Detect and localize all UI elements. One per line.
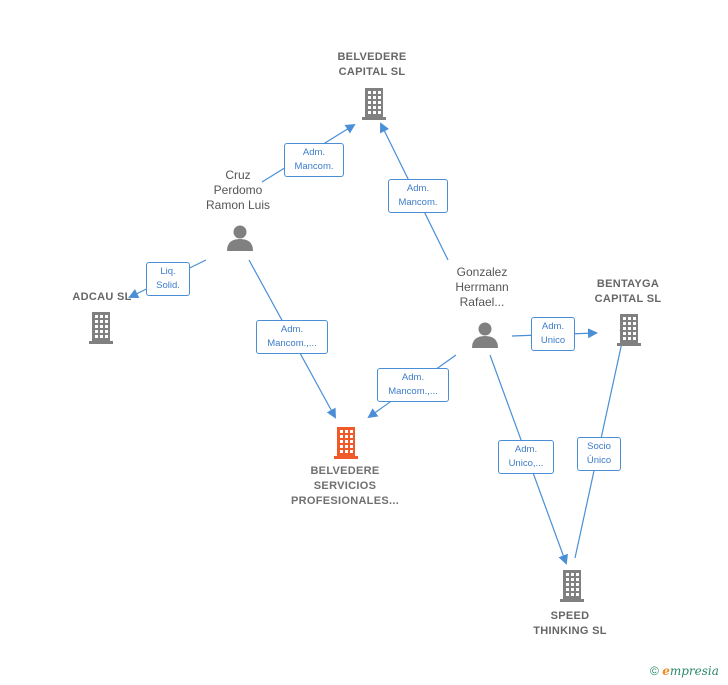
edge-label-line: Adm. — [401, 372, 425, 383]
edge-label-speed-bentayga[interactable]: Socio Único — [577, 437, 621, 471]
edge-label-gonzalez-servicios[interactable]: Adm. Mancom.,... — [377, 368, 449, 402]
node-label-belvedere-capital[interactable]: BELVEDERE CAPITAL SL — [322, 50, 422, 80]
edge-label-line: Socio — [587, 441, 611, 452]
edge-label-line: Adm. — [280, 324, 304, 335]
edge-label-cruz-servicios[interactable]: Adm. Mancom.,... — [256, 320, 328, 354]
node-label-bentayga-capital[interactable]: BENTAYGA CAPITAL SL — [578, 277, 678, 307]
label-line: BELVEDERE — [310, 465, 380, 477]
label-line: Perdomo — [213, 183, 263, 197]
node-label-speed-thinking[interactable]: SPEED THINKING SL — [520, 609, 620, 639]
label-line: CAPITAL SL — [594, 293, 662, 305]
edge-label-line: Mancom.,... — [267, 338, 317, 349]
edge-label-line: Solid. — [156, 280, 180, 291]
label-line: ADCAU SL — [72, 291, 132, 303]
building-icon-belvedere-servicios[interactable] — [334, 427, 358, 459]
label-line: Gonzalez — [456, 265, 508, 279]
empresia-logo[interactable]: © empresia — [650, 664, 719, 678]
edge-label-line: Unico — [540, 335, 566, 346]
edge-label-gonzalez-speed[interactable]: Adm. Unico,... — [498, 440, 554, 474]
person-icon-cruz[interactable] — [227, 225, 253, 252]
edge-label-cruz-capital[interactable]: Adm. Mancom. — [284, 143, 344, 177]
label-line: CAPITAL SL — [338, 66, 406, 78]
edge-label-gonzalez-capital[interactable]: Adm. Mancom. — [388, 179, 448, 213]
edge-label-gonzalez-bentayga[interactable]: Adm. Unico — [531, 317, 575, 351]
brand-initial: e — [662, 664, 670, 678]
node-label-gonzalez-herrmann[interactable]: Gonzalez Herrmann Rafael... — [432, 265, 532, 310]
brand-rest: mpresia — [669, 664, 719, 678]
building-icon-speed-thinking[interactable] — [560, 570, 584, 602]
edge-label-line: Único — [586, 455, 612, 466]
edge-label-line: Adm. — [514, 444, 538, 455]
building-icon-bentayga[interactable] — [617, 314, 641, 346]
edge-label-line: Adm. — [302, 147, 326, 158]
edge-label-line: Adm. — [541, 321, 565, 332]
edge-label-cruz-adcau[interactable]: Liq. Solid. — [146, 262, 190, 296]
label-line: SPEED — [550, 610, 590, 622]
node-label-cruz-perdomo[interactable]: Cruz Perdomo Ramon Luis — [188, 168, 288, 213]
label-line: Herrmann — [455, 280, 509, 294]
label-line: BELVEDERE — [337, 51, 407, 63]
node-label-belvedere-servicios[interactable]: BELVEDERE SERVICIOS PROFESIONALES... — [280, 464, 410, 509]
edge-label-line: Unico,... — [508, 458, 544, 469]
label-line: Cruz — [225, 168, 251, 182]
label-line: PROFESIONALES... — [290, 495, 400, 507]
brand-wordmark: empresia — [662, 664, 719, 678]
label-line: BENTAYGA — [596, 278, 660, 290]
edge-label-line: Liq. — [160, 266, 176, 277]
person-icon-gonzalez[interactable] — [472, 322, 498, 349]
building-icon-adcau[interactable] — [89, 312, 113, 344]
edge-label-line: Mancom. — [294, 161, 334, 172]
edge-label-line: Mancom. — [398, 197, 438, 208]
building-icon-belvedere-capital[interactable] — [362, 88, 386, 120]
edge-label-line: Mancom.,... — [388, 386, 438, 397]
label-line: THINKING SL — [533, 625, 607, 637]
node-label-adcau[interactable]: ADCAU SL — [52, 290, 152, 305]
edge-label-line: Adm. — [406, 183, 430, 194]
label-line: Ramon Luis — [205, 198, 271, 212]
label-line: SERVICIOS — [313, 480, 377, 492]
label-line: Rafael... — [459, 295, 505, 309]
copyright-icon: © — [650, 664, 659, 678]
